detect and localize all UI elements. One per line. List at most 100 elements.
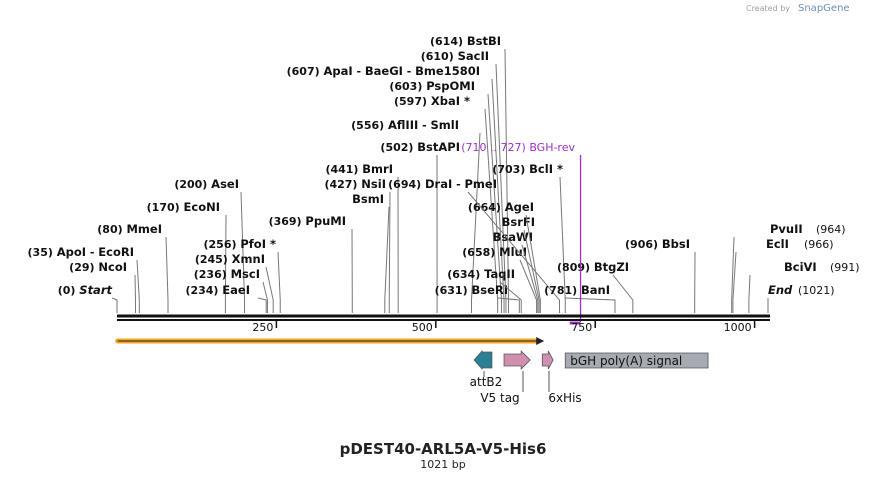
site-name: EaeI <box>222 283 250 297</box>
primer-name: BGH-rev <box>529 141 575 154</box>
site-connector <box>265 266 274 313</box>
site-position: (658) <box>462 246 499 259</box>
orf-arrow <box>115 337 545 345</box>
site-position: (441) <box>325 163 362 176</box>
orf-arrowhead <box>536 337 545 345</box>
site-label: BsrFI <box>502 215 535 229</box>
site-sacii[interactable]: (610) SacII <box>421 49 507 313</box>
site-label: (614) BstBI <box>430 34 501 48</box>
site-label: (603) PspOMI <box>389 79 475 93</box>
site-econi[interactable]: (170) EcoNI <box>147 200 227 313</box>
snapgene-logo-text: SnapGene <box>798 3 850 14</box>
map-title: pDEST40-ARL5A-V5-His6 <box>340 440 547 458</box>
feature-label: 6xHis <box>548 391 581 405</box>
feature-label: attB2 <box>470 375 503 389</box>
site-agei[interactable]: (664) AgeI <box>468 200 541 313</box>
site-ecli[interactable]: EclI(966) <box>732 237 834 313</box>
site-name: DraI <box>425 177 452 191</box>
site-btgzi[interactable]: (809) BtgZI <box>557 260 634 313</box>
site-position: (35) <box>28 246 57 259</box>
site-name: NsiI <box>361 177 386 191</box>
name-separator: - <box>452 178 464 191</box>
site-position: (966) <box>804 238 834 251</box>
site-position: (427) <box>324 178 361 191</box>
site-eaei[interactable]: (234) EaeI <box>185 283 267 313</box>
site-noci[interactable]: (29) NcoI <box>69 260 136 313</box>
site-nsii[interactable]: (427) NsiI <box>324 177 391 313</box>
site-name: AseI <box>211 177 239 191</box>
site-drai[interactable]: (694) DraI - PmeI <box>388 177 561 313</box>
site-position: (29) <box>69 261 98 274</box>
site-bseri[interactable]: (631) BseRI <box>435 283 520 313</box>
site-asei[interactable]: (200) AseI <box>174 177 246 313</box>
site-bmri[interactable]: (441) BmrI <box>325 162 399 313</box>
axis-tick-label: 1000 <box>724 321 752 334</box>
primer-range: (710 .. 727) <box>461 141 529 154</box>
site-start[interactable]: (0) Start <box>58 283 118 313</box>
site-label: (809) BtgZI <box>557 260 629 274</box>
site-label: (29) NcoI <box>69 260 127 274</box>
name-separator: - <box>86 246 98 259</box>
site-xbai[interactable]: (597) XbaI * <box>394 94 499 313</box>
site-position: (694) <box>388 178 425 191</box>
site-taqii[interactable]: (634) TaqII <box>447 267 522 313</box>
site-label: (597) XbaI * <box>394 94 470 108</box>
site-name: XmnI <box>232 252 265 266</box>
site-position: (245) <box>195 253 232 266</box>
site-name: PfoI * <box>240 237 276 251</box>
feature-bgh[interactable]: bGH poly(A) signal <box>564 352 709 369</box>
created-by-text: Created by <box>746 4 790 13</box>
site-name: BstAPI <box>417 140 460 154</box>
site-position: (809) <box>557 261 594 274</box>
site-mmei[interactable]: (80) MmeI <box>97 222 169 313</box>
feature-v5tag[interactable]: V5 tag <box>480 350 531 405</box>
site-position: (631) <box>435 284 472 297</box>
site-name: BanI <box>581 283 610 297</box>
site-pvuii[interactable]: PvuII(964) <box>731 222 846 313</box>
feature-shape <box>473 349 493 371</box>
site-bbsi[interactable]: (906) BbsI <box>625 237 696 313</box>
axis-tick-label: 750 <box>571 321 592 334</box>
feature-6xhis[interactable]: 6xHis <box>541 350 582 405</box>
site-name: BbsI <box>662 237 690 251</box>
site-bstapi[interactable]: (502) BstAPI <box>380 140 460 313</box>
site-connector <box>732 251 737 313</box>
site-label: (631) BseRI <box>435 283 508 297</box>
site-bstbi[interactable]: (614) BstBI <box>430 34 509 313</box>
site-bsmi[interactable]: BsmI <box>352 192 390 313</box>
site-connector <box>564 297 616 313</box>
site-name: BstBI <box>467 34 501 48</box>
site-label: (200) AseI <box>174 177 239 191</box>
site-connector <box>111 297 118 313</box>
site-connector <box>559 176 566 313</box>
site-ppumi[interactable]: (369) PpuMI <box>269 214 353 313</box>
site-connector <box>491 78 505 313</box>
site-xmni[interactable]: (245) XmnI <box>195 252 274 313</box>
name-separator: - <box>353 65 365 78</box>
site-apai[interactable]: (607) ApaI - BaeGI - Bme1580I <box>287 64 505 313</box>
site-connector <box>165 236 169 313</box>
site-name: ApoI <box>57 245 86 259</box>
site-name: BsmI <box>352 192 384 206</box>
site-mlui[interactable]: (658) MluI <box>462 245 538 313</box>
name-separator: - <box>418 119 430 132</box>
site-name: PmeI <box>465 177 498 191</box>
site-apoi[interactable]: (35) ApoI - EcoRI <box>28 245 140 313</box>
site-connector <box>497 297 520 313</box>
site-pspomi[interactable]: (603) PspOMI <box>389 79 502 313</box>
site-bcli[interactable]: (703) BclI * <box>492 162 566 313</box>
site-aflii[interactable]: (556) AflIII - SmlI <box>351 118 481 313</box>
site-msci[interactable]: (236) MscI <box>194 267 268 313</box>
site-pfoi[interactable]: (256) PfoI * <box>204 237 281 313</box>
site-bcivi[interactable]: BciVI(991) <box>748 260 860 313</box>
site-end[interactable]: End(1021) <box>767 283 835 313</box>
site-name: BciVI <box>784 260 817 274</box>
site-bani[interactable]: (781) BanI <box>544 283 616 313</box>
map-title-block: pDEST40-ARL5A-V5-His6 1021 bp <box>340 440 547 471</box>
feature-shape <box>541 350 554 370</box>
site-name: BmrI <box>362 162 393 176</box>
site-position: (603) <box>389 80 426 93</box>
feature-attb2[interactable]: attB2 <box>470 349 503 389</box>
